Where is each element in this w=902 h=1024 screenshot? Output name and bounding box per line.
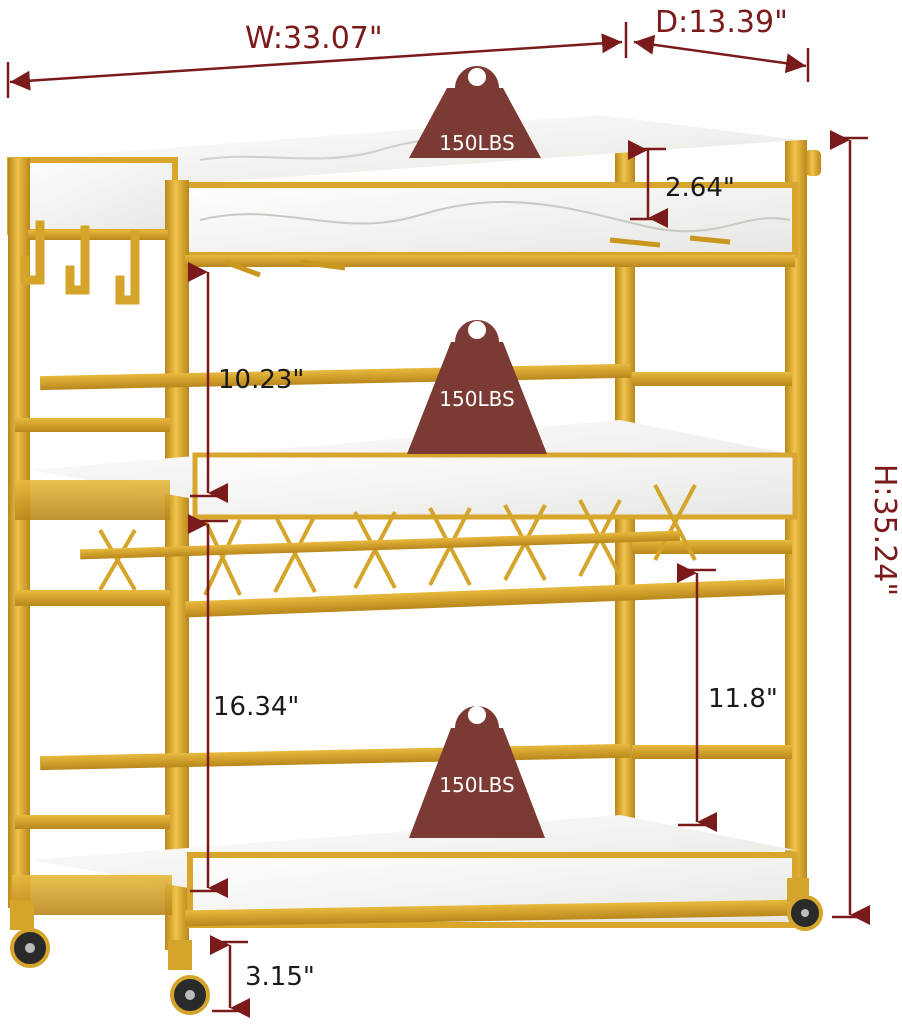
middle-back-rail bbox=[39, 363, 631, 391]
wine-rack-rail-side bbox=[15, 590, 170, 606]
wheel-front-right bbox=[168, 940, 210, 1015]
glass-rail-side bbox=[28, 230, 168, 240]
side-rail-mid bbox=[632, 372, 792, 386]
marble-vein-front bbox=[199, 200, 791, 233]
top-tray-front bbox=[172, 182, 798, 258]
width-arrow bbox=[9, 33, 623, 91]
bottom-back-rail bbox=[39, 743, 631, 771]
weight-badge-top: 150LBS bbox=[409, 66, 541, 158]
bottom-gap-label: 16.34" bbox=[213, 692, 299, 722]
width-label: W:33.07" bbox=[245, 21, 383, 56]
middle-rail-left-side bbox=[15, 418, 170, 432]
weight-label-middle: 150LBS bbox=[439, 387, 514, 411]
front-left-post bbox=[8, 158, 30, 908]
lower-side-gap-label: 11.8" bbox=[708, 684, 778, 714]
top-gap-label: 10.23" bbox=[218, 365, 304, 395]
wine-rack-rail-front bbox=[184, 578, 786, 618]
weight-label-top: 150LBS bbox=[439, 131, 514, 155]
depth-arrow bbox=[633, 34, 807, 74]
wine-rack-rail-back bbox=[79, 530, 681, 560]
bottom-side-rail bbox=[15, 815, 170, 829]
dimension-lines bbox=[6, 22, 870, 1018]
weight-badge-bottom: 150LBS bbox=[409, 706, 545, 838]
height-label: H:35.24" bbox=[867, 464, 902, 596]
side-rail-low bbox=[632, 540, 792, 554]
weight-badge-middle: 150LBS bbox=[407, 320, 547, 454]
middle-shelf-side bbox=[15, 480, 170, 520]
rim-label: 2.64" bbox=[665, 173, 735, 203]
caster-wheels bbox=[10, 878, 823, 1015]
weight-label-bottom: 150LBS bbox=[439, 773, 514, 797]
wheel-front-left bbox=[10, 900, 50, 968]
front-right-post bbox=[165, 180, 189, 950]
top-tray-side bbox=[7, 157, 178, 235]
wheel-back-right bbox=[787, 878, 823, 931]
glass-hangers bbox=[224, 235, 731, 278]
top-tray-surface bbox=[12, 115, 800, 185]
clearance-label: 3.15" bbox=[245, 962, 315, 992]
handle-knob bbox=[805, 150, 821, 176]
glass-rail-front bbox=[185, 255, 795, 267]
bottom-shelf-side bbox=[12, 875, 172, 915]
side-hooks bbox=[20, 220, 140, 305]
side-rail-bottom bbox=[632, 745, 792, 759]
depth-label: D:13.39" bbox=[655, 5, 788, 40]
bottom-front-rail bbox=[184, 899, 796, 927]
middle-shelf-front bbox=[192, 452, 798, 520]
